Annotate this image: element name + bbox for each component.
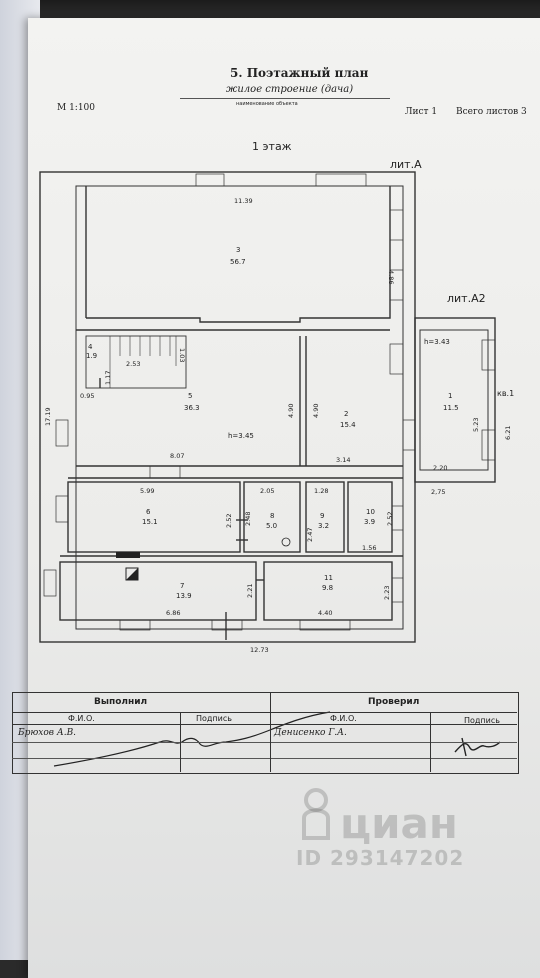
room-3-area: 56.7 xyxy=(230,258,246,266)
room-11-number: 11 xyxy=(324,574,333,582)
document-title: 5. Поэтажный план xyxy=(230,66,369,80)
table-line xyxy=(12,712,517,713)
dim-12-73: 12.73 xyxy=(250,646,269,654)
subtitle-underline xyxy=(180,98,390,99)
dim-2-47: 2.47 xyxy=(306,528,314,542)
room-11-area: 9.8 xyxy=(322,584,333,592)
room-2-area: 15.4 xyxy=(340,421,356,429)
room-7-number: 7 xyxy=(180,582,184,590)
sign-label-performer: Подпись xyxy=(196,714,232,723)
dim-1-17: 1.17 xyxy=(104,371,112,385)
floor-label: 1 этаж xyxy=(252,140,292,153)
room-5-number: 5 xyxy=(188,392,192,400)
room-5-area: 36.3 xyxy=(184,404,200,412)
dim-2-75: 2,75 xyxy=(431,488,445,496)
dim-4-90-a: 4.90 xyxy=(287,404,295,418)
room-10-area: 3.9 xyxy=(364,518,375,526)
room-4-area: 1.9 xyxy=(86,352,97,360)
dim-4-86: 4.86 xyxy=(387,270,395,284)
sign-label-checker: Подпись xyxy=(464,716,500,725)
room-9-area: 3.2 xyxy=(318,522,329,530)
dim-0-95: 0.95 xyxy=(80,392,94,400)
room-10-number: 10 xyxy=(366,508,375,516)
dim-1-03: 1.03 xyxy=(178,348,186,362)
checker-signature xyxy=(454,737,501,757)
dim-17-19: 17.19 xyxy=(44,407,52,426)
dim-5-23: 5.23 xyxy=(472,418,480,432)
performer-name: Брюхов А.В. xyxy=(18,728,77,738)
dim-1-28: 1.28 xyxy=(314,487,328,495)
dim-2-53: 2.53 xyxy=(126,360,140,368)
watermark-id: ID 293147202 xyxy=(296,846,465,870)
dim-2-20: 2.20 xyxy=(433,464,447,472)
watermark-brand: циан xyxy=(340,799,458,848)
table-line xyxy=(12,724,517,725)
room-1-area: 11.5 xyxy=(443,404,459,412)
table-line xyxy=(12,742,517,743)
dim-2-21: 2.21 xyxy=(246,584,254,598)
apartment-label: кв.1 xyxy=(497,389,515,398)
performed-header: Выполнил xyxy=(94,697,148,707)
dim-1-56: 1.56 xyxy=(362,544,376,552)
document-sheet xyxy=(28,18,540,978)
scale-label: М 1:100 xyxy=(57,103,96,113)
table-line xyxy=(180,712,181,772)
table-line xyxy=(270,692,271,772)
table-line xyxy=(12,758,517,759)
room-7-area: 13.9 xyxy=(176,592,192,600)
room-8-number: 8 xyxy=(270,512,274,520)
room-1-number: 1 xyxy=(448,392,452,400)
dim-2-05: 2.05 xyxy=(260,487,274,495)
room-5-height: h=3.45 xyxy=(228,432,254,440)
room-6-number: 6 xyxy=(146,508,151,516)
checker-name: Денисенко Г.А. xyxy=(274,728,347,738)
sheet-number: Лист 1 xyxy=(405,107,438,117)
dim-6-21: 6.21 xyxy=(504,426,512,440)
fio-label-checker: Ф.И.О. xyxy=(330,714,357,723)
lit-a2-label: лит.А2 xyxy=(447,292,486,305)
room-1-height: h=3.43 xyxy=(424,338,450,346)
sheets-total: Всего листов 3 xyxy=(456,107,527,117)
object-name-caption: наименование объекта xyxy=(236,101,298,107)
dim-2-23: 2.23 xyxy=(383,586,391,600)
table-line xyxy=(430,712,431,772)
room-8-area: 5.0 xyxy=(266,522,277,530)
dim-4-40: 4.40 xyxy=(318,609,332,617)
dim-2-52-a: 2.52 xyxy=(225,514,233,528)
cian-watermark: циан xyxy=(302,788,458,848)
room-9-number: 9 xyxy=(320,512,324,520)
dim-3-14: 3.14 xyxy=(336,456,350,464)
fio-label-performer: Ф.И.О. xyxy=(68,714,95,723)
dim-2-48: 2.48 xyxy=(244,512,252,526)
dim-4-90-b: 4.90 xyxy=(312,404,320,418)
object-name: жилое строение (дача) xyxy=(226,84,354,95)
dim-6-86: 6.86 xyxy=(166,609,180,617)
dim-2-52-b: 2.52 xyxy=(386,512,394,526)
room-3-number: 3 xyxy=(236,246,240,254)
room-4-number: 4 xyxy=(88,343,93,351)
dim-8-07: 8.07 xyxy=(170,452,184,460)
signature-table xyxy=(12,692,519,774)
checked-header: Проверил xyxy=(368,697,420,707)
room-6-area: 15.1 xyxy=(142,518,158,526)
lit-a-label: лит.А xyxy=(390,158,422,171)
dim-5-99: 5.99 xyxy=(140,487,154,495)
room-2-number: 2 xyxy=(344,410,348,418)
dim-11-39: 11.39 xyxy=(234,197,253,205)
